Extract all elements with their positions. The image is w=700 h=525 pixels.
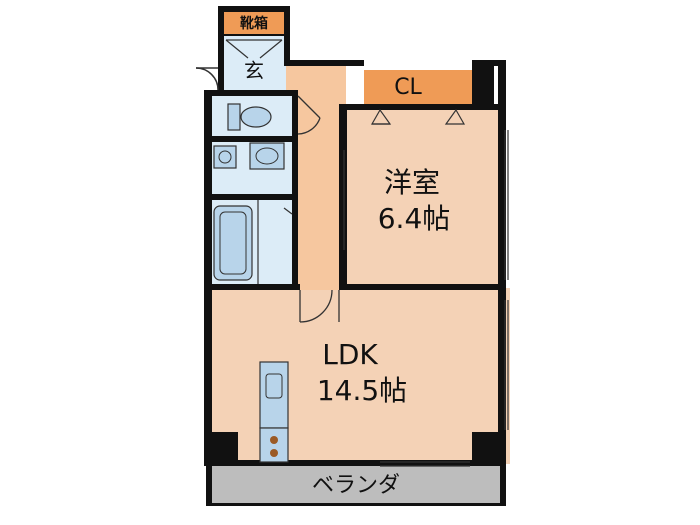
kitchen-sink-icon: [259, 361, 289, 429]
ldk-door: [299, 289, 340, 323]
veranda-floor: [210, 464, 506, 506]
ldk-floor: [208, 288, 510, 464]
bathtub-icon: [213, 205, 253, 281]
bathroom-door: [257, 200, 293, 284]
windows: [343, 130, 509, 467]
western-room-name: 洋室: [384, 166, 440, 199]
veranda-label: ベランダ: [312, 473, 400, 498]
ldk-size: 14.5帖: [317, 374, 407, 407]
toilet-icon: [227, 103, 272, 131]
entrance-floor: [222, 35, 286, 93]
western-room-size: 6.4帖: [378, 202, 451, 235]
closet-label: CL: [394, 75, 422, 100]
ldk-name: LDK: [322, 338, 378, 371]
shoe-cabinet-doors: [225, 39, 283, 59]
stove-icon: [259, 427, 289, 463]
closet-doors: [370, 108, 466, 125]
toilet-door: [297, 95, 321, 135]
western-room-floor: [343, 104, 505, 290]
washbasin-icon: [213, 145, 237, 169]
entrance-label: 玄: [244, 59, 264, 83]
closet-floor: [364, 70, 472, 108]
washing-machine-icon: [249, 142, 285, 170]
walls: [204, 6, 506, 506]
shoe-box-label: 靴箱: [240, 15, 268, 32]
entrance-door: [195, 67, 219, 91]
shoe-box-floor: [222, 10, 286, 35]
